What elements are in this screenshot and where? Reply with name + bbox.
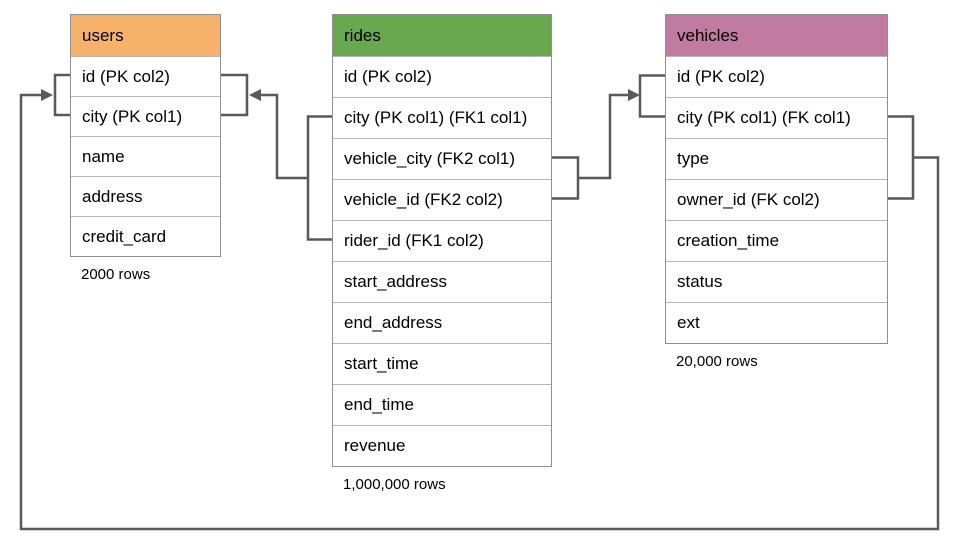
vehicles-right-bracket <box>888 115 915 200</box>
table-users: users id (PK col2) city (PK col1) name addr… <box>70 14 221 283</box>
connector-rides-vehicles <box>552 74 665 200</box>
connector-rides-users-arrowhead-icon <box>249 89 261 101</box>
table-row: city (PK col1) (FK col1) <box>666 97 887 138</box>
table-row: city (PK col1) <box>71 96 220 136</box>
table-users-columns: id (PK col2) city (PK col1) name address cre… <box>71 56 220 256</box>
rides-left-bracket <box>306 115 332 241</box>
column-label: start_address <box>344 272 447 291</box>
column-label: id (PK col2) <box>344 67 432 86</box>
column-label: vehicle_id (FK2 col2) <box>344 190 503 209</box>
table-row: vehicle_city (FK2 col1) <box>333 138 551 179</box>
table-row: rider_id (FK1 col2) <box>333 220 551 261</box>
table-row: id (PK col2) <box>333 56 551 97</box>
table-row: revenue <box>333 425 551 466</box>
connector-rides-vehicles-arrowhead-icon <box>628 89 640 101</box>
table-rides-columns: id (PK col2) city (PK col1) (FK1 col1) veh… <box>333 56 551 466</box>
column-label: vehicle_city (FK2 col1) <box>344 149 516 168</box>
users-left-bracket <box>53 73 70 117</box>
table-vehicles: vehicles id (PK col2) city (PK col1) (FK … <box>665 14 888 370</box>
table-vehicles-title: vehicles <box>666 15 887 56</box>
connector-vehicles-users-arrowhead-icon <box>41 89 53 101</box>
table-row: ext <box>666 302 887 343</box>
column-label: address <box>82 186 143 206</box>
users-right-bracket <box>221 73 249 117</box>
column-label: id (PK col2) <box>82 66 170 86</box>
connector-vehicles-users-line <box>19 93 940 531</box>
table-row: city (PK col1) (FK1 col1) <box>333 97 551 138</box>
connector-rides-users <box>221 73 332 241</box>
table-row: type <box>666 138 887 179</box>
column-label: credit_card <box>82 226 167 246</box>
table-row: creation_time <box>666 220 887 261</box>
table-row: owner_id (FK col2) <box>666 179 887 220</box>
table-vehicles-columns: id (PK col2) city (PK col1) (FK col1) type… <box>666 56 887 343</box>
column-label: type <box>677 149 710 168</box>
column-label: owner_id (FK col2) <box>677 190 820 209</box>
column-label: city (PK col1) (FK col1) <box>677 108 851 127</box>
column-label: status <box>677 272 723 291</box>
table-rides: rides id (PK col2) city (PK col1) (FK1 co… <box>332 14 552 493</box>
table-users-title: users <box>71 15 220 56</box>
column-label: end_address <box>344 313 443 332</box>
table-row: start_address <box>333 261 551 302</box>
connector-rides-users-line <box>259 93 308 180</box>
table-row: start_time <box>333 343 551 384</box>
rides-right-bracket <box>552 156 580 200</box>
table-row: id (PK col2) <box>71 56 220 96</box>
column-label: city (PK col1) (FK1 col1) <box>344 108 528 127</box>
column-label: name <box>82 146 125 166</box>
table-users-rowcount: 2000 rows <box>81 266 151 283</box>
column-label: start_time <box>344 354 419 373</box>
table-vehicles-rowcount: 20,000 rows <box>676 353 758 370</box>
column-label: revenue <box>344 436 406 455</box>
table-row: name <box>71 136 220 176</box>
table-row: vehicle_id (FK2 col2) <box>333 179 551 220</box>
column-label: city (PK col1) <box>82 106 183 126</box>
table-row: end_address <box>333 302 551 343</box>
table-row: credit_card <box>71 216 220 256</box>
table-row: address <box>71 176 220 216</box>
vehicles-left-bracket <box>638 74 665 118</box>
table-row: id (PK col2) <box>666 56 887 97</box>
table-row: end_time <box>333 384 551 425</box>
column-label: ext <box>677 313 700 332</box>
table-rides-title: rides <box>333 15 551 56</box>
connector-vehicles-users <box>19 73 940 531</box>
table-row: status <box>666 261 887 302</box>
column-label: end_time <box>344 395 414 414</box>
column-label: id (PK col2) <box>677 67 765 86</box>
connector-rides-vehicles-line <box>578 93 630 180</box>
table-rides-rowcount: 1,000,000 rows <box>343 476 446 493</box>
column-label: rider_id (FK1 col2) <box>344 231 484 250</box>
column-label: creation_time <box>677 231 780 250</box>
